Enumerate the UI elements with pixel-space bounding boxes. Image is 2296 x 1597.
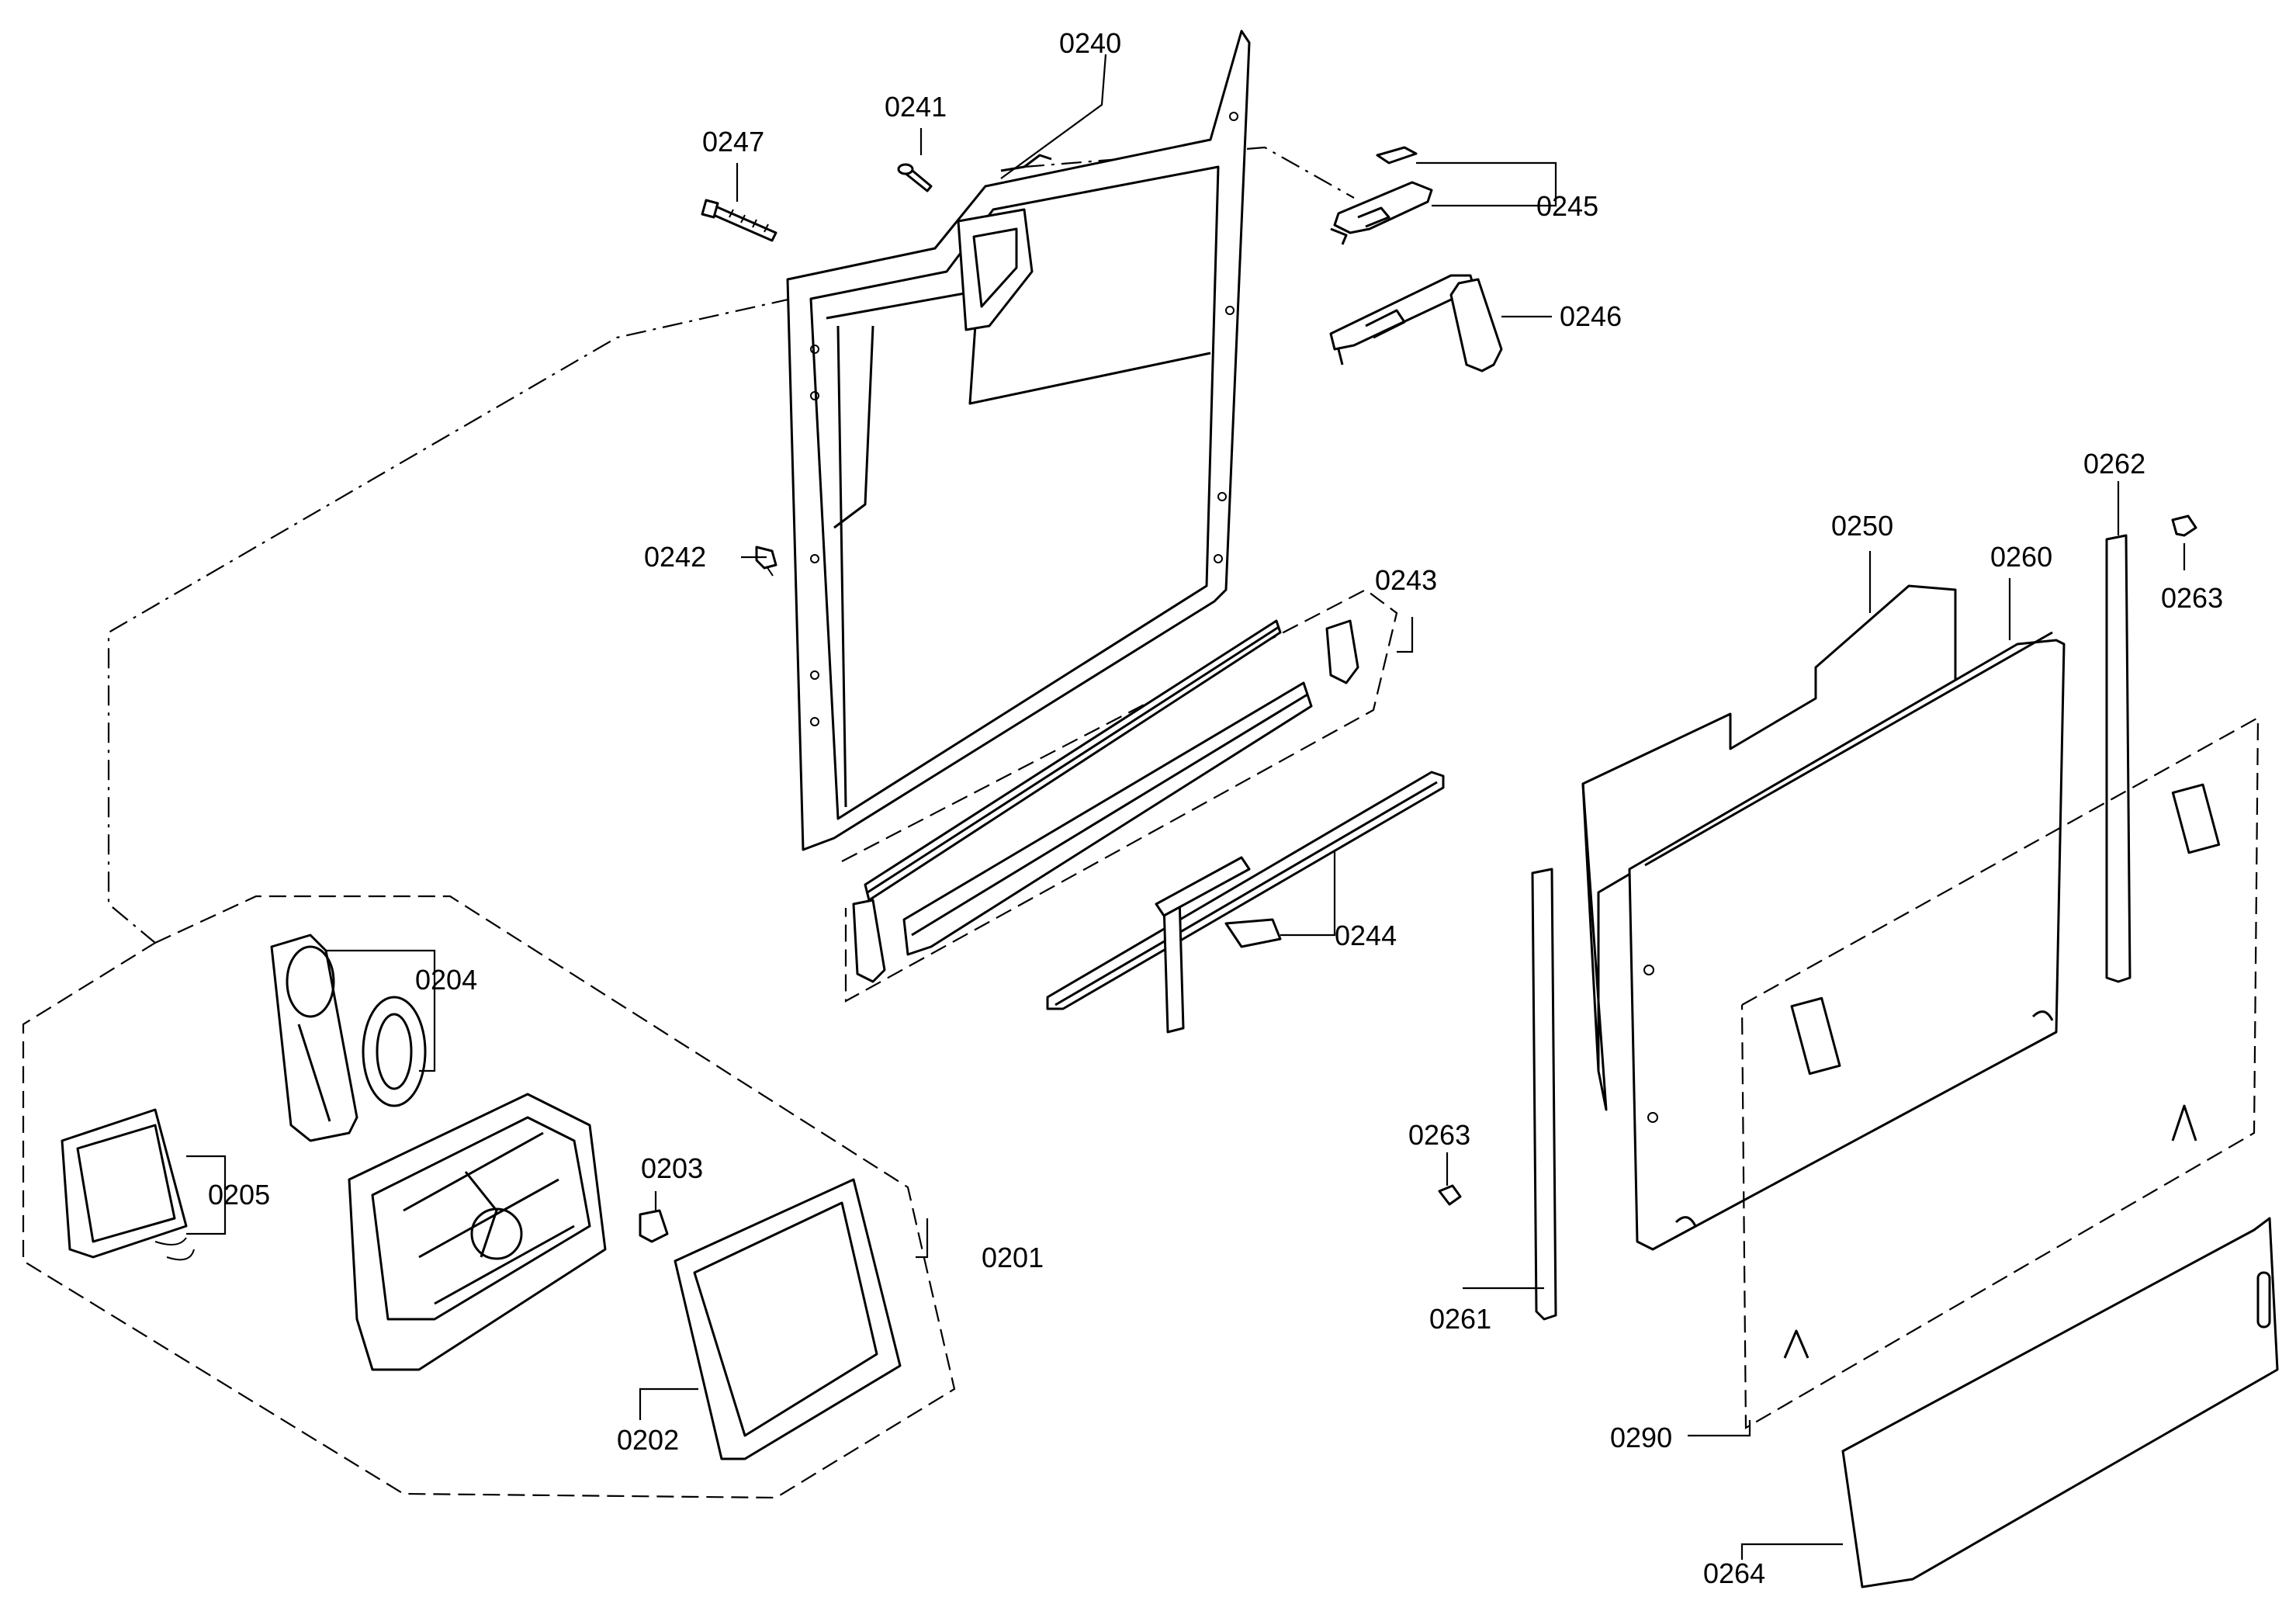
strip-0261 <box>1531 868 1557 1321</box>
leader-0204 <box>326 949 436 1072</box>
leader-0243 <box>1397 617 1414 653</box>
label-0247: 0247 <box>702 126 764 158</box>
screw-0263-lower <box>1438 1184 1462 1206</box>
leader-0245 <box>1416 161 1557 207</box>
leader-0202 <box>639 1387 698 1420</box>
label-0244: 0244 <box>1335 920 1397 951</box>
label-0242: 0242 <box>644 541 706 573</box>
leader-0240 <box>1000 54 1107 179</box>
screw-0242 <box>755 546 777 577</box>
leader-0264 <box>1740 1543 1843 1560</box>
kick-panel-0264 <box>1841 1217 2279 1588</box>
label-0261: 0261 <box>1429 1303 1491 1335</box>
label-0262: 0262 <box>2083 448 2145 480</box>
insulation-0250 <box>1581 584 1957 1111</box>
label-0203: 0203 <box>641 1152 703 1184</box>
label-0202: 0202 <box>617 1424 679 1456</box>
seal-housing-0204 <box>270 934 427 1142</box>
label-0245: 0245 <box>1536 190 1598 222</box>
assembly-outline-door <box>107 297 792 944</box>
hinge-clip-0245 <box>1330 146 1433 245</box>
label-0263-lower: 0263 <box>1408 1119 1470 1151</box>
gasket-0202 <box>674 1178 902 1460</box>
label-0263-upper: 0263 <box>2161 582 2223 614</box>
rail-group-0243 <box>841 588 1398 1003</box>
outer-panel-outline-0290 <box>1740 716 2260 1429</box>
label-0205: 0205 <box>208 1179 270 1211</box>
assembly-outline-bracket <box>1023 146 1355 199</box>
hinge-arm-0246 <box>1329 274 1503 372</box>
label-0250: 0250 <box>1831 510 1893 542</box>
label-0264: 0264 <box>1703 1557 1765 1589</box>
screw-0241 <box>897 163 933 192</box>
screw-0263-upper <box>2171 514 2197 537</box>
label-0243: 0243 <box>1375 564 1437 596</box>
label-0246: 0246 <box>1560 300 1622 332</box>
label-0201: 0201 <box>982 1242 1044 1273</box>
clip-0203 <box>639 1209 669 1243</box>
inner-door-frame-0240 <box>786 29 1251 851</box>
screw-0247 <box>701 199 777 242</box>
leader-0290 <box>1688 1420 1751 1437</box>
label-0241: 0241 <box>885 91 947 123</box>
control-module-0201 <box>348 1093 607 1371</box>
door-panel-0260 <box>1628 631 2066 1251</box>
label-0290: 0290 <box>1610 1422 1672 1453</box>
strip-0262 <box>2105 534 2132 983</box>
label-0204: 0204 <box>415 964 477 996</box>
leader-0201 <box>916 1218 929 1259</box>
slide-assembly-0244 <box>1046 771 1445 1034</box>
label-0260: 0260 <box>1990 541 2052 573</box>
board-0205 <box>61 1108 195 1261</box>
control-group-outline-0201 <box>22 895 956 1499</box>
label-0240: 0240 <box>1059 27 1121 59</box>
leader-0244 <box>1280 850 1336 937</box>
leader-0205 <box>186 1155 227 1235</box>
